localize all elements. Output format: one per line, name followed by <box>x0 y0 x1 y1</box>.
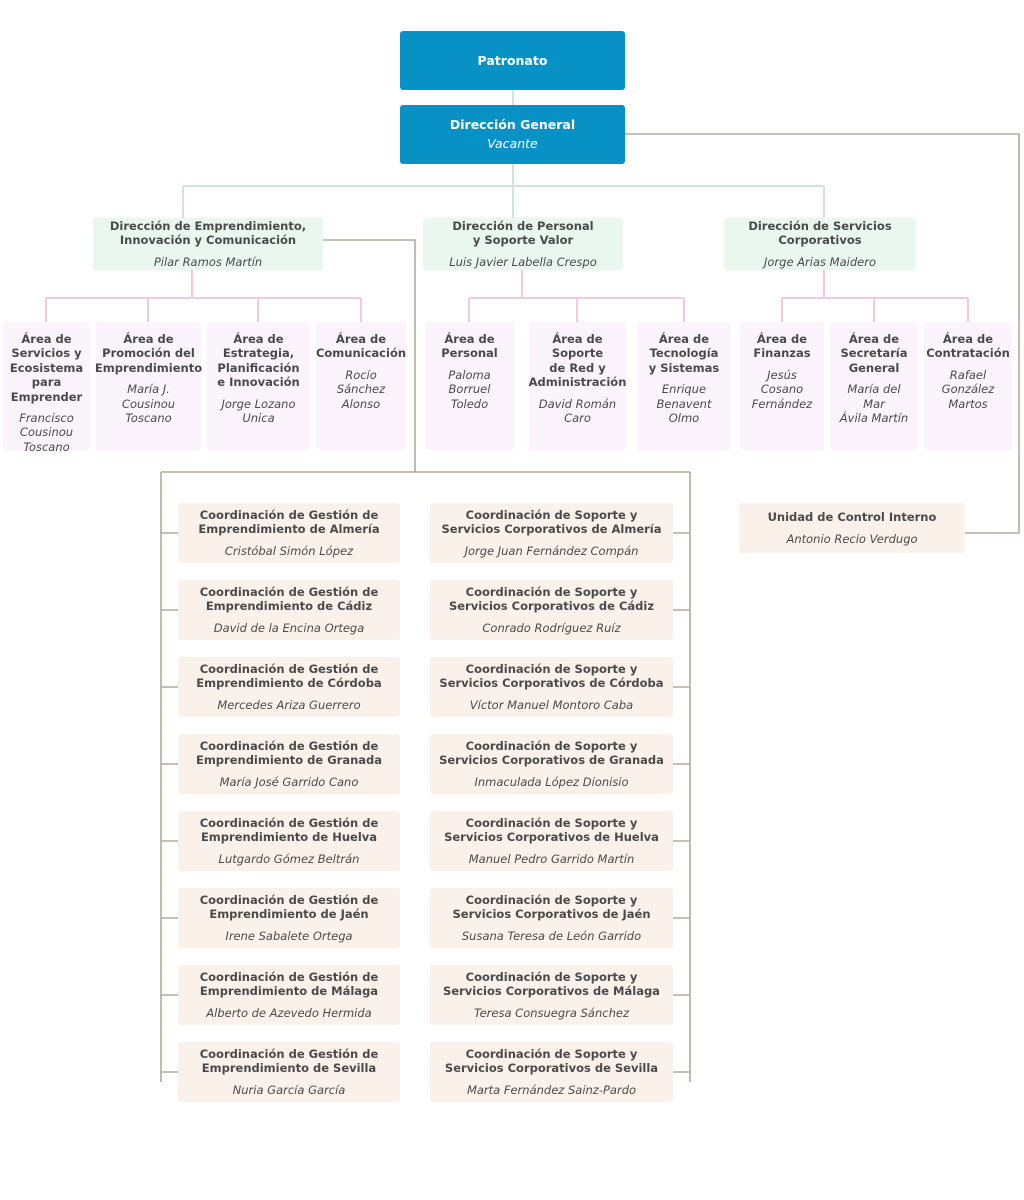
node-coordinacion-gestion-person: Irene Sabalete Ortega <box>225 928 353 943</box>
node-unidad-control-interno-title: Unidad de Control Interno <box>767 510 937 525</box>
node-direccion-personal-title-l1: Dirección de Personal <box>452 218 594 233</box>
node-coordinacion-gestion-person: Nuria García García <box>232 1082 346 1097</box>
node-coordinacion-soporte-person: Víctor Manuel Montoro Caba <box>469 697 634 712</box>
node-direccion-servicios-title-l1: Dirección de Servicios <box>748 218 892 233</box>
node-coordinacion-gestion-person: Mercedes Ariza Guerrero <box>217 697 361 712</box>
node-direccion-general-person: Vacante <box>487 136 538 151</box>
node-direccion-personal-person: Luis Javier Labella Crespo <box>449 254 597 269</box>
node-coordinacion-soporte-person: Inmaculada López Dionisio <box>474 774 629 789</box>
node-coordinacion-soporte-person: Conrado Rodríguez Ruíz <box>482 620 621 635</box>
node-direccion-emprendimiento-title-l1: Dirección de Emprendimiento, <box>109 218 307 233</box>
node-coordinacion-gestion-person: María José Garrido Cano <box>219 774 359 789</box>
node-direccion-servicios[interactable]: Dirección de Servicios Corporativos Jorg… <box>724 218 916 270</box>
node-direccion-general[interactable]: Dirección General Vacante <box>400 105 625 164</box>
node-coordinacion-gestion-person: David de la Encina Ortega <box>213 620 365 635</box>
node-direccion-personal-title-l2: y Soporte Valor <box>472 233 574 248</box>
node-patronato[interactable]: Patronato <box>400 31 625 90</box>
node-direccion-servicios-title-l2: Corporativos <box>778 233 862 248</box>
node-direccion-servicios-person: Jorge Arias Maidero <box>764 254 876 269</box>
node-direccion-emprendimiento[interactable]: Dirección de Emprendimiento, Innovación … <box>93 218 323 270</box>
node-coordinacion-gestion-person: Alberto de Azevedo Hermida <box>206 1005 372 1020</box>
node-coordinacion-soporte-person: Manuel Pedro Garrido Martín <box>468 851 635 866</box>
node-direccion-emprendimiento-title-l2: Innovación y Comunicación <box>119 233 297 248</box>
node-patronato-title: Patronato <box>477 52 548 68</box>
node-unidad-control-interno[interactable]: Unidad de Control Interno Antonio Recio … <box>739 503 965 553</box>
node-coordinacion-soporte-person: Marta Fernández Sainz-Pardo <box>466 1082 637 1097</box>
node-coordinacion-soporte-person: Jorge Juan Fernández Compán <box>464 543 639 558</box>
node-unidad-control-interno-person: Antonio Recio Verdugo <box>786 531 918 546</box>
node-direccion-emprendimiento-person: Pilar Ramos Martín <box>153 254 263 269</box>
node-direccion-personal[interactable]: Dirección de Personal y Soporte Valor Lu… <box>423 218 623 270</box>
node-coordinacion-soporte-person: Susana Teresa de León Garrido <box>461 928 642 943</box>
node-direccion-general-title: Dirección General <box>449 117 576 133</box>
node-coordinacion-soporte-person: Teresa Consuegra Sánchez <box>474 1005 629 1020</box>
node-coordinacion-gestion-person: Cristóbal Simón López <box>224 543 354 558</box>
node-coordinacion-gestion-person: Lutgardo Gómez Beltrán <box>218 851 360 866</box>
